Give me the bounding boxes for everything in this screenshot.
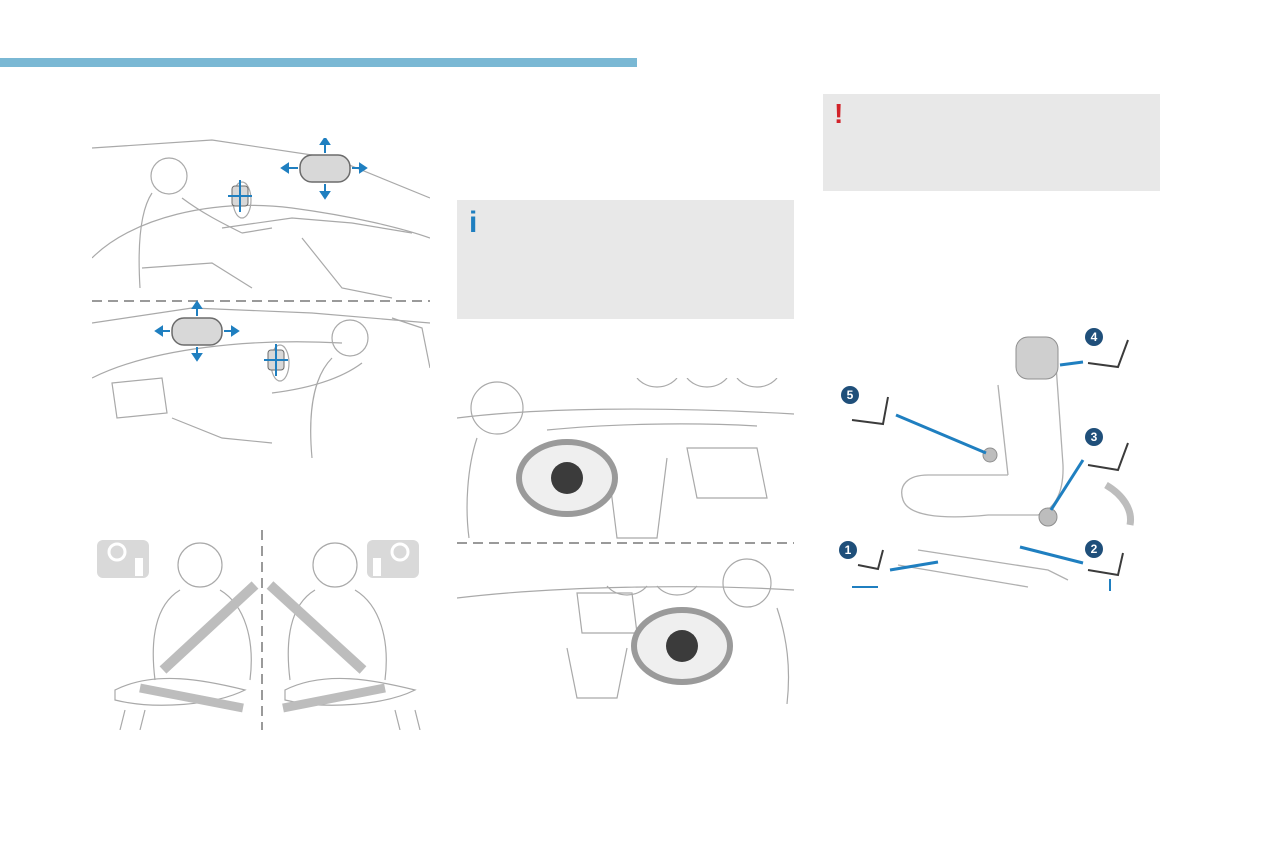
section-accent-bar: [0, 58, 637, 67]
svg-text:5: 5: [847, 388, 854, 402]
exclamation-icon: !: [834, 98, 844, 129]
info-callout: i: [457, 200, 794, 319]
svg-text:1: 1: [845, 543, 852, 557]
svg-text:4: 4: [1091, 330, 1098, 344]
seat-step-4: 4: [1085, 328, 1129, 369]
steering-adjustment-illustration: [457, 378, 794, 704]
seatbelt-position-illustration: [97, 530, 421, 730]
warning-callout: !: [823, 94, 1160, 191]
seat-step-1: 1: [839, 541, 884, 588]
svg-text:2: 2: [1091, 542, 1098, 556]
seat-step-5: 5: [841, 386, 889, 426]
svg-text:3: 3: [1091, 430, 1098, 444]
mirror-adjustment-illustration: [92, 138, 430, 459]
seat-step-3: 3: [1085, 428, 1135, 526]
info-icon: i: [469, 206, 478, 239]
seat-step-2: 2: [1085, 540, 1124, 591]
seat-adjustment-illustration: 1 2 3 4 5: [839, 328, 1135, 591]
steering-wheel-icon: [367, 540, 419, 578]
steering-wheel-icon: [97, 540, 149, 578]
